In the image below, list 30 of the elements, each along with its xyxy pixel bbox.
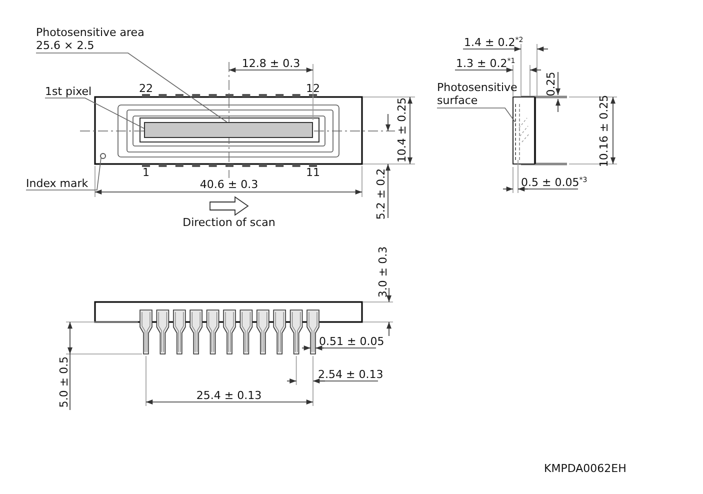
drawing-code: KMPDA0062EH bbox=[544, 462, 626, 475]
dimension-text: 0.5 ± 0.05$^{*3}$ bbox=[521, 176, 588, 189]
dimension-text: 0.25 bbox=[544, 72, 558, 96]
dimension-text: 25.4 ± 0.13 bbox=[196, 389, 262, 402]
pin-number: 11 bbox=[306, 166, 320, 179]
dimension-text: 3.0 ± 0.3 bbox=[376, 246, 390, 298]
dimension-text: 10.16 ± 0.25 bbox=[598, 94, 610, 168]
pin-number: 22 bbox=[139, 82, 153, 95]
dimension-text: 0.51 ± 0.05 bbox=[319, 335, 384, 348]
dimension-text: 1.4 ± 0.2$^{*2}$ bbox=[464, 36, 524, 49]
dimension-text: 5.0 ± 0.5 bbox=[58, 356, 70, 408]
leader-line bbox=[44, 98, 144, 129]
callout-text: Index mark bbox=[26, 177, 88, 190]
dimension-text: 2.54 ± 0.13 bbox=[318, 368, 384, 381]
leader-line bbox=[26, 158, 102, 190]
dimension-text: 40.6 ± 0.3 bbox=[200, 178, 258, 191]
dimension-text: 1.3 ± 0.2$^{*1}$ bbox=[456, 57, 516, 70]
dimension-text: 10.4 ± 0.25 bbox=[396, 97, 408, 163]
direction-label: Direction of scan bbox=[182, 216, 276, 229]
callout-text: 1st pixel bbox=[45, 85, 92, 98]
photosensitive-surface bbox=[515, 104, 520, 160]
leader-line bbox=[436, 108, 516, 122]
dimension-text: 12.8 ± 0.3 bbox=[242, 57, 300, 70]
callout-text: Photosensitive surface bbox=[437, 81, 517, 107]
photosensitive-area bbox=[144, 122, 313, 138]
leader-line bbox=[36, 52, 228, 122]
callout-text: Photosensitive area 25.6 × 2.5 bbox=[36, 26, 144, 52]
pin-number: 1 bbox=[142, 166, 150, 179]
dimension-text: 5.2 ± 0.2 bbox=[374, 168, 388, 220]
pin-number: 12 bbox=[306, 82, 320, 95]
